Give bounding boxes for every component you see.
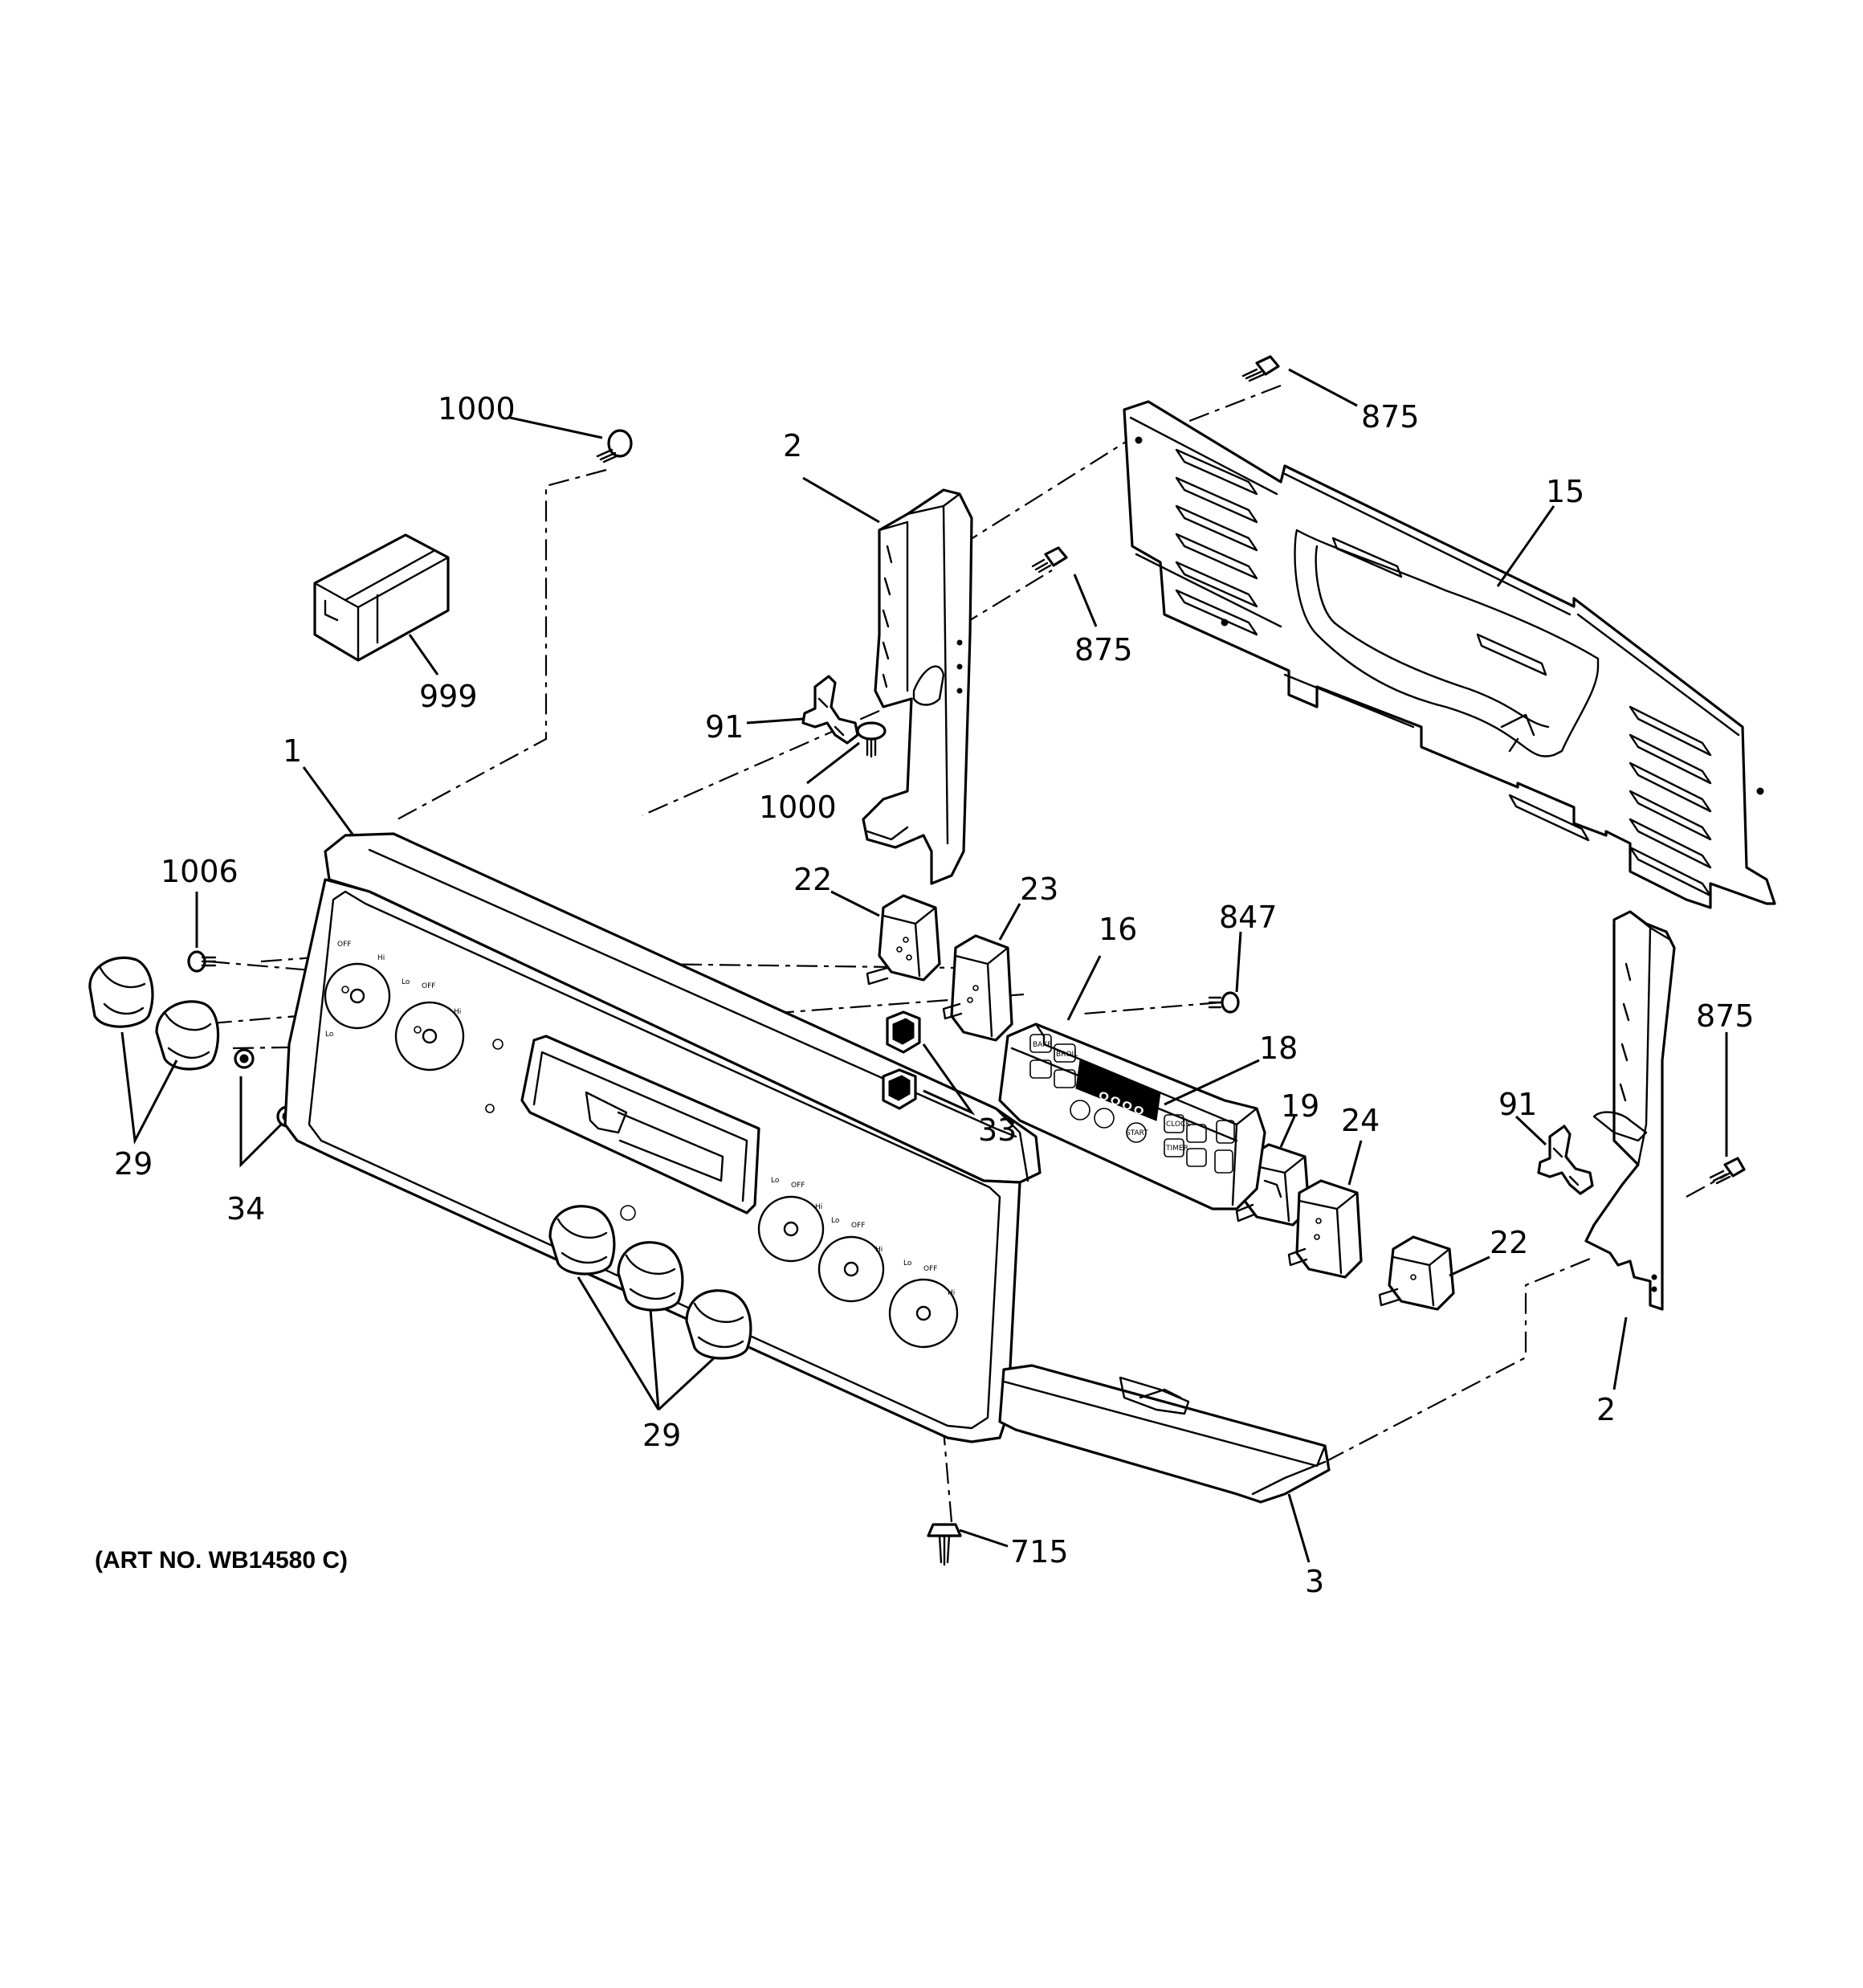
callout-18: 18 [1259, 1031, 1298, 1066]
callout-1000-top: 1000 [438, 391, 516, 427]
knob-4 [617, 1241, 684, 1312]
callout-715: 715 [1010, 1534, 1069, 1570]
svg-text:Hi: Hi [454, 1008, 461, 1016]
svg-text:BAKE: BAKE [1033, 1041, 1052, 1049]
rocker-33-b [882, 1068, 917, 1110]
knob-3 [548, 1205, 616, 1276]
svg-text:BROIL: BROIL [1056, 1051, 1078, 1059]
screw-1000-mid [856, 721, 887, 758]
side-bracket-right [1584, 910, 1676, 1311]
control-panel: OFF Lo Hi OFF Lo Hi OFF Lo Hi OFF Lo Hi [283, 832, 1042, 1443]
callout-19: 19 [1281, 1088, 1319, 1124]
screw-875-mid [1031, 546, 1068, 574]
knob-1 [88, 956, 154, 1028]
art-number: (ART NO. WB14580 C) [95, 1547, 348, 1574]
switch-22-right [1378, 1235, 1455, 1311]
clip-91-left [801, 675, 859, 745]
svg-text:TIMER: TIMER [1165, 1145, 1188, 1153]
svg-text:START: START [1126, 1129, 1148, 1137]
vent-slots-left [1175, 448, 1258, 636]
svg-text:Hi: Hi [948, 1289, 955, 1297]
svg-text:Lo: Lo [831, 1217, 840, 1225]
screw-847 [1208, 991, 1240, 1014]
side-bracket-left [862, 488, 973, 885]
svg-text:OFF: OFF [791, 1182, 805, 1190]
callout-16: 16 [1099, 912, 1137, 947]
callout-3: 3 [1305, 1564, 1324, 1599]
svg-text:CLOCK: CLOCK [1166, 1121, 1191, 1129]
rear-panel [1123, 400, 1776, 909]
svg-text:Lo: Lo [903, 1259, 912, 1268]
svg-text:OFF: OFF [422, 982, 435, 990]
leader-lines [120, 368, 1728, 1563]
svg-text:Hi: Hi [377, 954, 385, 962]
callout-1000-mid: 1000 [759, 790, 837, 825]
vent-slots-center [1331, 537, 1590, 842]
svg-text:Lo: Lo [771, 1177, 780, 1185]
package-999 [313, 533, 450, 662]
callout-15: 15 [1546, 474, 1584, 509]
dial-left-1: OFF Lo Hi [324, 941, 391, 1039]
svg-text:OFF: OFF [923, 1265, 937, 1273]
callout-91-left: 91 [705, 709, 744, 745]
knob-2 [155, 1000, 220, 1071]
dial-front-2: OFF Lo Hi [817, 1217, 885, 1303]
knobs [88, 956, 752, 1360]
screw-34-a [234, 1048, 255, 1069]
dial-front-3: OFF Lo Hi [888, 1259, 959, 1349]
electronic-control: 8888 BAKE BROIL START CLOCK TIMER [998, 1023, 1266, 1210]
callout-24: 24 [1341, 1103, 1380, 1138]
callout-875-top: 875 [1361, 399, 1420, 435]
callout-22-right: 22 [1490, 1225, 1528, 1260]
screw-875-top [1241, 355, 1280, 382]
callout-999: 999 [419, 679, 478, 714]
callout-labels: 1000 999 1 1006 29 34 29 2 91 1000 875 8… [114, 391, 1755, 1599]
trim-strip [998, 1364, 1331, 1504]
clip-91-right [1537, 1125, 1594, 1195]
callout-29-bottom: 29 [642, 1418, 681, 1453]
svg-text:OFF: OFF [851, 1222, 865, 1230]
callout-2-right: 2 [1596, 1392, 1616, 1427]
switch-24 [1287, 1179, 1363, 1279]
svg-text:Lo: Lo [325, 1031, 334, 1039]
callout-1: 1 [283, 733, 302, 769]
screw-1006 [187, 950, 217, 973]
callout-29-left: 29 [114, 1146, 153, 1182]
vent-slots-right [1629, 705, 1712, 897]
callout-875-mid: 875 [1074, 632, 1133, 667]
callout-23: 23 [1020, 872, 1058, 907]
svg-text:Lo: Lo [402, 978, 410, 986]
callout-91-right: 91 [1498, 1087, 1537, 1122]
dial-left-2: OFF Lo Hi [394, 978, 465, 1072]
callout-2-top: 2 [783, 428, 802, 463]
svg-text:OFF: OFF [337, 941, 351, 949]
screw-715 [927, 1523, 962, 1566]
svg-text:Hi: Hi [815, 1203, 822, 1211]
screw-1000-top [596, 429, 633, 463]
callout-34: 34 [226, 1191, 265, 1227]
callout-33: 33 [978, 1112, 1017, 1148]
switch-22-top [866, 894, 941, 986]
callout-875-right: 875 [1696, 998, 1755, 1034]
svg-text:Hi: Hi [875, 1246, 883, 1254]
callout-22-top: 22 [793, 862, 832, 897]
rocker-33-a [886, 1010, 921, 1054]
callout-1006: 1006 [161, 854, 238, 889]
callout-847: 847 [1219, 900, 1278, 935]
dial-front-1: OFF Lo Hi [757, 1177, 825, 1263]
screw-875-right [1709, 1157, 1746, 1185]
switch-23 [942, 934, 1013, 1042]
knob-5 [685, 1289, 752, 1360]
